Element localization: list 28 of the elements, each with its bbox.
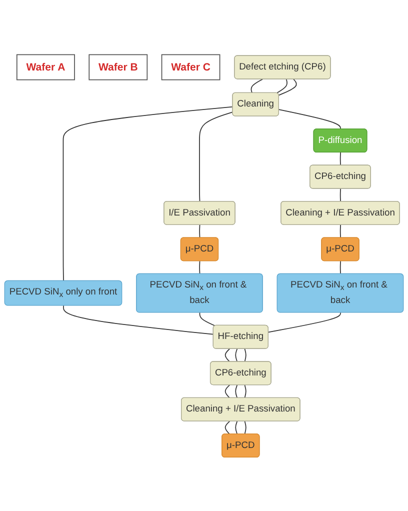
connector <box>340 188 341 202</box>
connector <box>199 312 216 326</box>
connector <box>199 111 234 202</box>
connector <box>224 420 230 434</box>
connector <box>340 152 341 166</box>
connector <box>268 312 341 332</box>
connector <box>235 348 238 362</box>
connector <box>224 384 230 398</box>
connector <box>62 106 234 281</box>
connector <box>199 260 200 274</box>
connector <box>278 78 297 96</box>
connector <box>244 348 246 362</box>
connector <box>63 304 214 334</box>
connector <box>235 420 238 434</box>
connector <box>235 384 238 398</box>
process-flowchart: Wafer A Wafer B Wafer C Defect etching (CP6) Cleaning P-diffusion CP6-etching I/E Passivation Cleaning + I/E Passivation μ-PCD μ-PCD PECVD SiN$_{x}$ only on front PECVD SiN$_{x}$ on front & back PECVD SiN$_{x}$ on front & back HF-etching CP6-etching Cleaning + I/E Passivation μ-PCD <box>0 50 408 462</box>
node-box <box>88 54 148 80</box>
node-box <box>16 54 75 80</box>
connector <box>244 420 246 434</box>
connector <box>224 348 230 362</box>
node-box <box>161 54 220 80</box>
connector <box>340 260 341 274</box>
connector <box>199 224 200 238</box>
connector <box>278 108 341 130</box>
connector <box>244 384 246 398</box>
connector <box>340 224 341 238</box>
connector <box>276 78 288 94</box>
connector <box>250 78 264 93</box>
